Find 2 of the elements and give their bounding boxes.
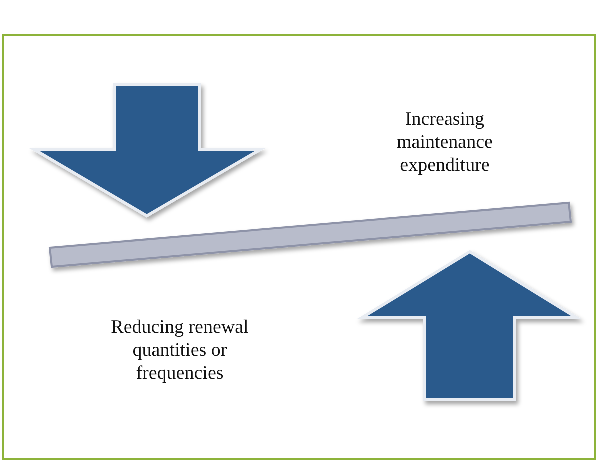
text-label: Increasing maintenance expenditure xyxy=(396,108,494,177)
text-label: Reducing renewal quantities or frequencies xyxy=(110,316,250,385)
